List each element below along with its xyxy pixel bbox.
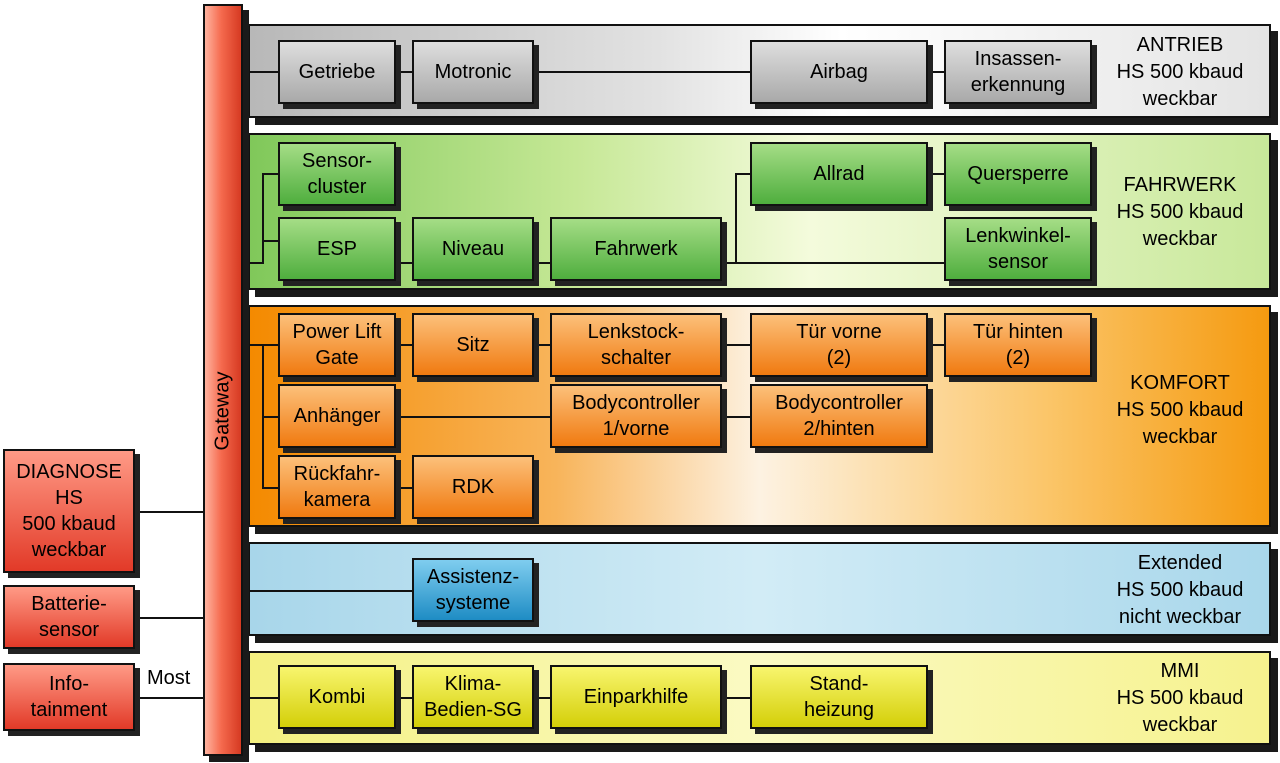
connector-line bbox=[262, 173, 264, 264]
ecu-esp[interactable]: ESP bbox=[278, 217, 396, 281]
connector-line bbox=[136, 617, 203, 619]
ecu-motronic-label: Motronic bbox=[434, 61, 512, 83]
ecu-assistenzsysteme-label: Assistenz- systeme bbox=[426, 566, 520, 614]
infotainment-unit[interactable]: Info- tainment bbox=[3, 663, 135, 731]
ecu-assistenzsysteme[interactable]: Assistenz- systeme bbox=[412, 558, 534, 622]
ecu-esp-label: ESP bbox=[316, 238, 358, 260]
ecu-airbag[interactable]: Airbag bbox=[750, 40, 928, 104]
ecu-standheizung[interactable]: Stand- heizung bbox=[750, 665, 928, 729]
ecu-anhaenger[interactable]: Anhänger bbox=[278, 384, 396, 448]
batteriesensor-label: Batterie- sensor bbox=[31, 593, 107, 641]
batteriesensor-unit[interactable]: Batterie- sensor bbox=[3, 585, 135, 649]
ecu-power-lift-gate-label: Power Lift Gate bbox=[292, 321, 382, 369]
connector-line bbox=[722, 416, 750, 418]
connector-line bbox=[243, 71, 278, 73]
ecu-quersperre-label: Quersperre bbox=[967, 163, 1069, 185]
connector-line bbox=[243, 262, 264, 264]
connector-line bbox=[396, 697, 412, 699]
ecu-rdk[interactable]: RDK bbox=[412, 455, 534, 519]
ecu-lenkstockschalter[interactable]: Lenkstock- schalter bbox=[550, 313, 722, 377]
connector-line bbox=[534, 697, 550, 699]
ecu-insassenerkennung[interactable]: Insassen- erkennung bbox=[944, 40, 1092, 104]
connector-line bbox=[262, 240, 278, 242]
ecu-tuer-hinten-label: Tür hinten (2) bbox=[972, 321, 1064, 369]
ecu-tuer-hinten[interactable]: Tür hinten (2) bbox=[944, 313, 1092, 377]
connector-line bbox=[243, 590, 412, 592]
ecu-sitz[interactable]: Sitz bbox=[412, 313, 534, 377]
ecu-insassenerkennung-label: Insassen- erkennung bbox=[970, 48, 1066, 96]
ecu-getriebe-label: Getriebe bbox=[298, 61, 376, 83]
infotainment-label: Info- tainment bbox=[30, 673, 108, 721]
ecu-niveau[interactable]: Niveau bbox=[412, 217, 534, 281]
connector-line bbox=[735, 173, 751, 175]
connector-line bbox=[534, 71, 750, 73]
diagnose-unit[interactable]: DIAGNOSE HS 500 kbaud weckbar bbox=[3, 449, 135, 573]
bus-komfort-label: KOMFORT HS 500 kbaud weckbar bbox=[1116, 372, 1244, 448]
ecu-rdk-label: RDK bbox=[451, 476, 495, 498]
ecu-fahrwerk-label: Fahrwerk bbox=[594, 238, 678, 260]
ecu-rueckfahrkamera[interactable]: Rückfahr- kamera bbox=[278, 455, 396, 519]
bus-extended-label: Extended HS 500 kbaud nicht weckbar bbox=[1116, 552, 1244, 628]
ecu-allrad-label: Allrad bbox=[813, 163, 865, 185]
ecu-klima-bedien-sg[interactable]: Klima- Bedien-SG bbox=[412, 665, 534, 729]
connector-line bbox=[262, 173, 278, 175]
connector-line bbox=[243, 344, 278, 346]
connector-line bbox=[928, 173, 944, 175]
ecu-kombi-label: Kombi bbox=[308, 686, 366, 708]
connector-line bbox=[396, 344, 412, 346]
bus-antrieb-label: ANTRIEB HS 500 kbaud weckbar bbox=[1116, 34, 1244, 110]
ecu-bodycontroller-2[interactable]: Bodycontroller 2/hinten bbox=[750, 384, 928, 448]
ecu-klima-bedien-sg-label: Klima- Bedien-SG bbox=[424, 673, 522, 721]
connector-line bbox=[928, 71, 944, 73]
connector-line bbox=[735, 173, 737, 264]
connector-line bbox=[396, 416, 550, 418]
connector-line bbox=[722, 697, 750, 699]
ecu-einparkhilfe-label: Einparkhilfe bbox=[583, 686, 689, 708]
ecu-anhaenger-label: Anhänger bbox=[293, 405, 381, 427]
ecu-fahrwerk[interactable]: Fahrwerk bbox=[550, 217, 722, 281]
connector-line bbox=[136, 697, 203, 699]
diagnose-label: DIAGNOSE HS 500 kbaud weckbar bbox=[16, 461, 122, 561]
ecu-power-lift-gate[interactable]: Power Lift Gate bbox=[278, 313, 396, 377]
ecu-allrad[interactable]: Allrad bbox=[750, 142, 928, 206]
ecu-lenkwinkelsensor[interactable]: Lenkwinkel- sensor bbox=[944, 217, 1092, 281]
connector-line bbox=[396, 487, 412, 489]
connector-line bbox=[396, 262, 412, 264]
connector-line bbox=[136, 511, 203, 513]
ecu-sitz-label: Sitz bbox=[456, 334, 490, 356]
ecu-niveau-label: Niveau bbox=[441, 238, 505, 260]
gateway-label: Gateway bbox=[211, 371, 234, 451]
bus-mmi-label: MMI HS 500 kbaud weckbar bbox=[1116, 660, 1244, 736]
ecu-motronic[interactable]: Motronic bbox=[412, 40, 534, 104]
ecu-lenkstockschalter-label: Lenkstock- schalter bbox=[587, 321, 685, 369]
connector-line bbox=[243, 697, 278, 699]
bus-fahrwerk-label: FAHRWERK HS 500 kbaud weckbar bbox=[1116, 174, 1244, 250]
connector-line bbox=[396, 71, 412, 73]
connector-line bbox=[928, 344, 944, 346]
ecu-kombi[interactable]: Kombi bbox=[278, 665, 396, 729]
ecu-quersperre[interactable]: Quersperre bbox=[944, 142, 1092, 206]
ecu-bodycontroller-1-label: Bodycontroller 1/vorne bbox=[572, 392, 700, 440]
connector-line bbox=[262, 416, 278, 418]
ecu-sensorcluster[interactable]: Sensor- cluster bbox=[278, 142, 396, 206]
gateway-bar[interactable]: Gateway bbox=[203, 4, 243, 756]
ecu-lenkwinkelsensor-label: Lenkwinkel- sensor bbox=[965, 225, 1071, 273]
ecu-sensorcluster-label: Sensor- cluster bbox=[301, 150, 373, 198]
connector-line bbox=[534, 344, 550, 346]
ecu-einparkhilfe[interactable]: Einparkhilfe bbox=[550, 665, 722, 729]
connector-line bbox=[722, 344, 750, 346]
ecu-airbag-label: Airbag bbox=[810, 61, 868, 83]
ecu-rueckfahrkamera-label: Rückfahr- kamera bbox=[293, 463, 381, 511]
ecu-bodycontroller-2-label: Bodycontroller 2/hinten bbox=[775, 392, 903, 440]
ecu-tuer-vorne-label: Tür vorne (2) bbox=[796, 321, 882, 369]
most-label: Most bbox=[147, 667, 191, 689]
connector-line bbox=[262, 487, 278, 489]
connector-line bbox=[534, 262, 550, 264]
ecu-tuer-vorne[interactable]: Tür vorne (2) bbox=[750, 313, 928, 377]
ecu-bodycontroller-1[interactable]: Bodycontroller 1/vorne bbox=[550, 384, 722, 448]
ecu-getriebe[interactable]: Getriebe bbox=[278, 40, 396, 104]
connector-line bbox=[722, 262, 944, 264]
ecu-standheizung-label: Stand- heizung bbox=[803, 673, 875, 721]
